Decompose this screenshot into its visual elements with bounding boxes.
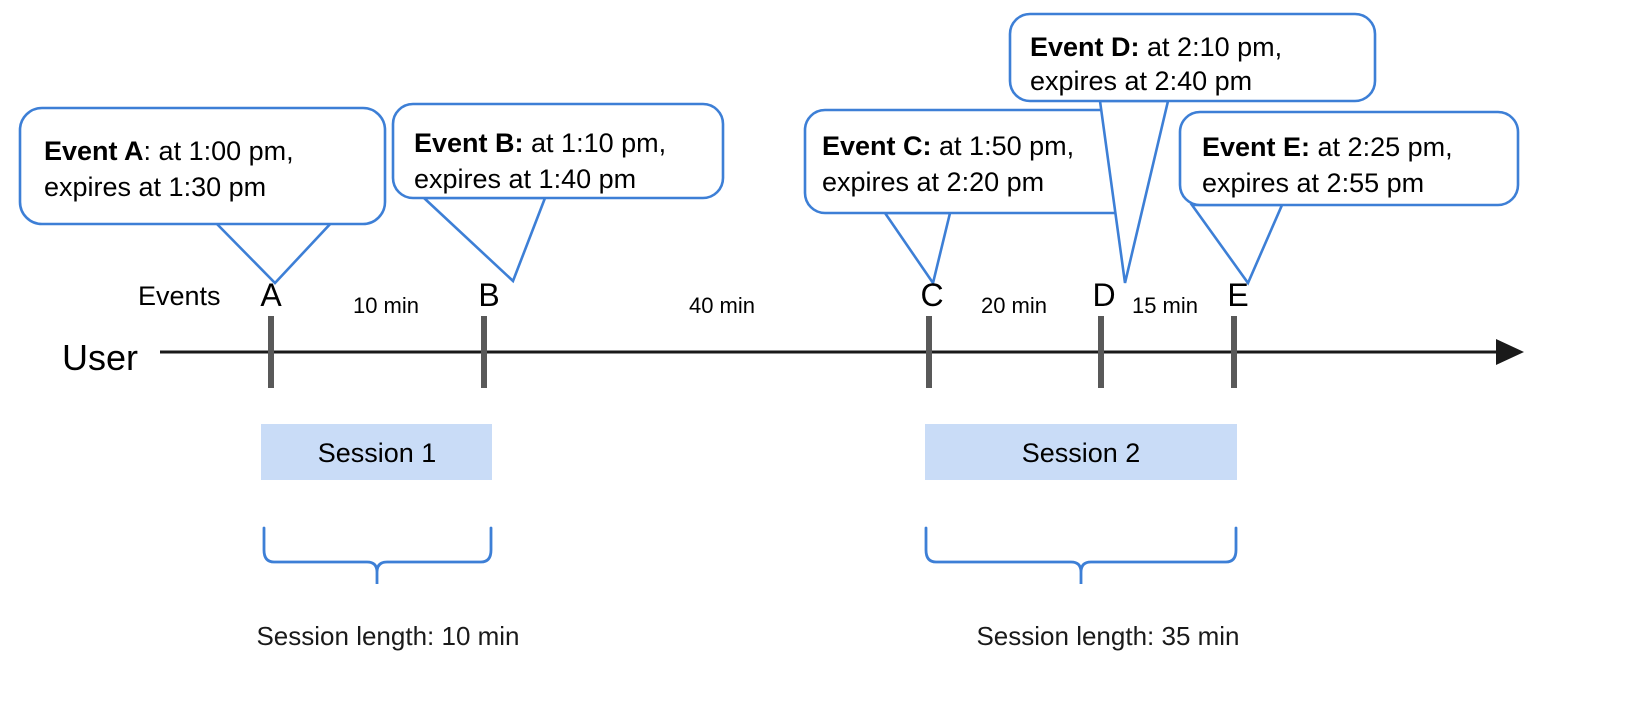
timeline-axis — [160, 339, 1524, 365]
session-1-brace — [262, 526, 493, 584]
user-axis-label: User — [62, 337, 138, 378]
events-row-label: Events — [138, 281, 221, 311]
tick-letter-c: C — [920, 277, 943, 313]
tick-letter-b: B — [478, 277, 499, 313]
callout-a-line2: expires at 1:30 pm — [44, 172, 266, 202]
interval-label-c-d: 20 min — [981, 293, 1047, 318]
tick-marks — [268, 316, 1237, 388]
session-1-length-label: Session length: 10 min — [256, 621, 519, 651]
callout-d-box — [1008, 12, 1377, 103]
callout-b-line2: expires at 1:40 pm — [414, 164, 636, 194]
callout-a-line1: Event A: at 1:00 pm, — [44, 136, 294, 166]
callout-a-box — [18, 106, 387, 226]
callout-c-tail — [882, 211, 952, 287]
callout-event-c: Event C: at 1:50 pm, expires at 2:20 pm — [803, 108, 1137, 287]
callout-e-box — [1178, 110, 1520, 207]
axis-arrowhead — [1496, 339, 1524, 365]
session-1-group: Session 1 Session length: 10 min — [256, 424, 520, 651]
session-2-label: Session 2 — [1022, 438, 1141, 468]
callout-event-b: Event B: at 1:10 pm, expires at 1:40 pm — [391, 102, 725, 284]
callout-event-e: Event E: at 2:25 pm, expires at 2:55 pm — [1178, 110, 1520, 286]
session-2-brace — [924, 526, 1238, 584]
session-2-length-label: Session length: 35 min — [976, 621, 1239, 651]
callout-c-line1: Event C: at 1:50 pm, — [822, 131, 1074, 161]
session-1-label: Session 1 — [318, 438, 437, 468]
callout-c-box — [803, 108, 1137, 215]
callout-e-line1: Event E: at 2:25 pm, — [1202, 132, 1453, 162]
callout-b-box — [391, 102, 725, 200]
tick-letter-a: A — [260, 277, 282, 313]
interval-label-a-b: 10 min — [353, 293, 419, 318]
callout-b-tail — [420, 196, 547, 284]
callout-b-line1: Event B: at 1:10 pm, — [414, 128, 666, 158]
callout-d-line1: Event D: at 2:10 pm, — [1030, 32, 1282, 62]
session-2-rect — [925, 424, 1237, 480]
tick-letter-d: D — [1092, 277, 1115, 313]
session-1-rect — [261, 424, 492, 480]
callout-event-d: Event D: at 2:10 pm, expires at 2:40 pm — [1008, 12, 1377, 284]
interval-label-b-c: 40 min — [689, 293, 755, 318]
interval-label-d-e: 15 min — [1132, 293, 1198, 318]
callout-d-line2: expires at 2:40 pm — [1030, 66, 1252, 96]
callout-e-tail — [1189, 203, 1284, 286]
callout-event-a: Event A: at 1:00 pm, expires at 1:30 pm — [18, 106, 387, 285]
callout-a-tail — [211, 220, 335, 285]
callout-e-line2: expires at 2:55 pm — [1202, 168, 1424, 198]
callout-c-line2: expires at 2:20 pm — [822, 167, 1044, 197]
tick-letter-e: E — [1227, 277, 1248, 313]
session-2-group: Session 2 Session length: 35 min — [924, 424, 1240, 651]
